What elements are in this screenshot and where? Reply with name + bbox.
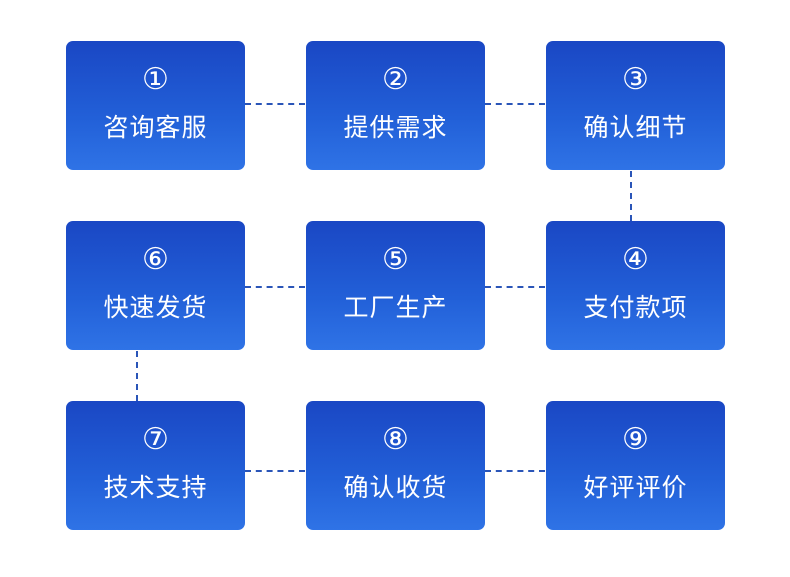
step-number: ⑦ (142, 422, 169, 457)
step-label: 工厂生产 (343, 293, 448, 322)
step-number: ⑤ (382, 242, 409, 277)
connector-7-8 (245, 470, 305, 472)
connector-1-2 (245, 103, 305, 105)
step-technical-support: ⑦ 技术支持 (66, 401, 245, 530)
step-positive-review: ⑨ 好评评价 (546, 401, 725, 530)
step-number: ③ (622, 62, 649, 97)
step-fast-shipping: ⑥ 快速发货 (66, 221, 245, 350)
step-label: 确认细节 (583, 113, 688, 142)
step-number: ① (142, 62, 169, 97)
connector-6-7 (136, 351, 138, 401)
step-confirm-details: ③ 确认细节 (546, 41, 725, 170)
step-number: ⑨ (622, 422, 649, 457)
step-label: 快速发货 (103, 293, 208, 322)
step-factory-production: ⑤ 工厂生产 (306, 221, 485, 350)
step-number: ⑧ (382, 422, 409, 457)
step-label: 确认收货 (343, 473, 448, 502)
step-provide-requirements: ② 提供需求 (306, 41, 485, 170)
step-label: 技术支持 (103, 473, 208, 502)
step-label: 支付款项 (583, 293, 688, 322)
step-confirm-receipt: ⑧ 确认收货 (306, 401, 485, 530)
step-consult-service: ① 咨询客服 (66, 41, 245, 170)
step-number: ④ (622, 242, 649, 277)
step-label: 提供需求 (343, 113, 448, 142)
step-label: 咨询客服 (103, 113, 208, 142)
step-number: ⑥ (142, 242, 169, 277)
connector-3-4 (630, 171, 632, 221)
connector-2-3 (485, 103, 545, 105)
step-payment: ④ 支付款项 (546, 221, 725, 350)
step-label: 好评评价 (583, 473, 688, 502)
connector-8-9 (485, 470, 545, 472)
connector-5-6 (245, 286, 305, 288)
connector-4-5 (485, 286, 545, 288)
step-number: ② (382, 62, 409, 97)
